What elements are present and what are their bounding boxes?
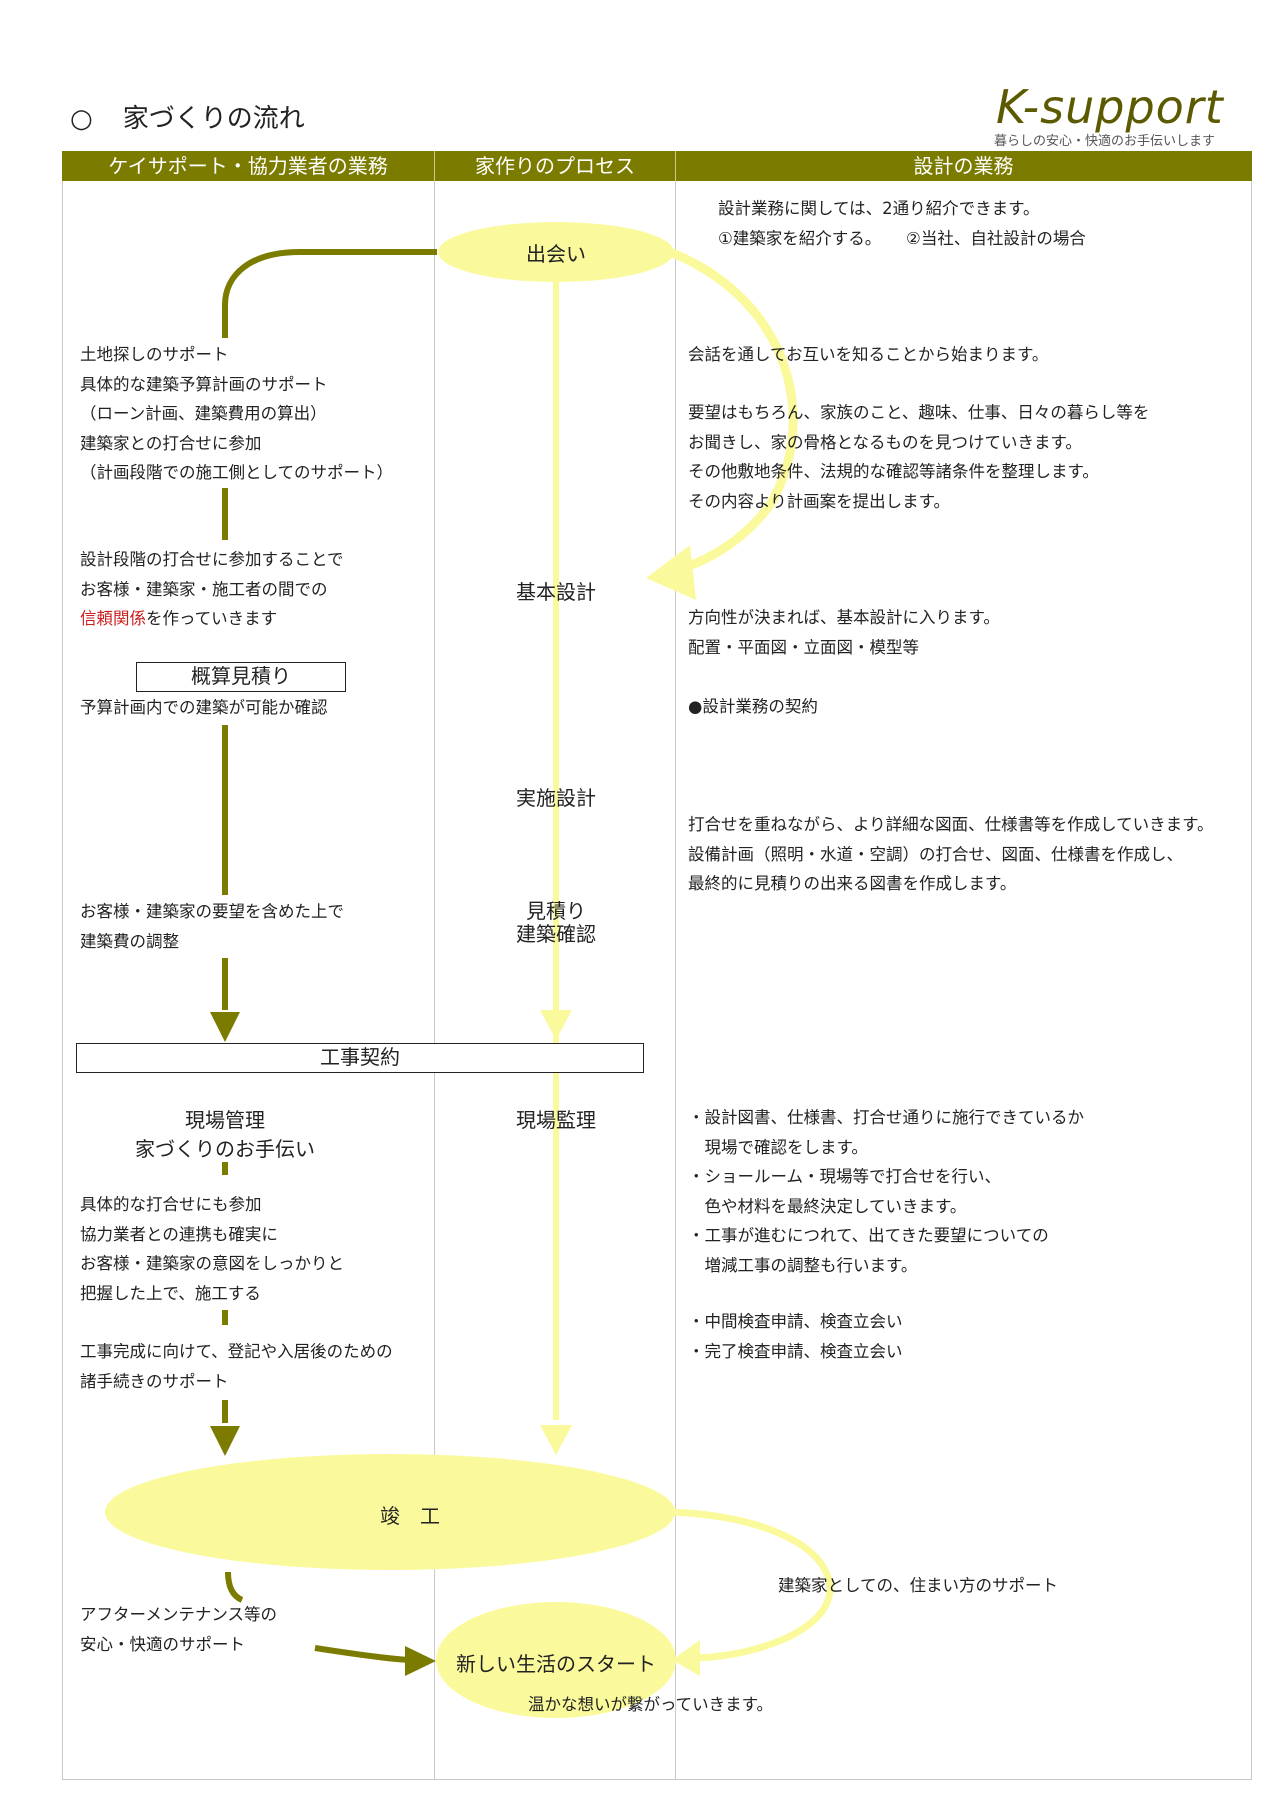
left-after-block: アフターメンテナンス等の 安心・快適のサポート <box>80 1605 278 1654</box>
column-header-center: 家作りのプロセス <box>475 154 635 178</box>
title-marker: ○ <box>70 104 93 134</box>
right-supervision-block: ・設計図書、仕様書、打合せ通りに施行できているか 現場で確認をします。 ・ショー… <box>688 1108 1084 1275</box>
step-detail-design: 実施設計 <box>516 786 596 810</box>
tagline: 暮らしの安心・快適のお手伝いします <box>994 134 1216 149</box>
yellow-flow <box>553 247 834 1662</box>
table-frame <box>62 181 1252 1780</box>
olive-arrowhead <box>210 1012 240 1042</box>
right-contract-note: ●設計業務の契約 <box>688 697 818 716</box>
page-title: ○ 家づくりの流れ <box>70 98 305 135</box>
architect-support-note: 建築家としての、住まい方のサポート <box>778 1576 1059 1595</box>
right-intro-block: 設計業務に関しては、2通り紹介できます。 ①建築家を紹介する。 ②当社、自社設計… <box>718 199 1086 248</box>
new-life-ellipse <box>436 1602 676 1718</box>
k-support-logo: K-support <box>996 80 1224 134</box>
completion-ellipse <box>105 1454 675 1570</box>
step-supervision: 現場監理 <box>516 1108 596 1132</box>
header-divider <box>434 151 435 181</box>
right-inspection-block: ・中間検査申請、検査立会い ・完了検査申請、検査立会い <box>688 1312 903 1361</box>
step-meet: 出会い <box>526 242 586 266</box>
left-procedure-block: 工事完成に向けて、登記や入居後のための 諸手続きのサポート <box>80 1342 393 1391</box>
right-request-block: 要望はもちろん、家族のこと、趣味、仕事、日々の暮らし等を お聞きし、家の骨格とな… <box>688 403 1150 511</box>
yellow-arrowhead <box>540 1425 572 1455</box>
right-detail-block: 打合せを重ねながら、より詳細な図面、仕様書等を作成していきます。 設備計画（照明… <box>688 815 1214 893</box>
yellow-curve-completion-to-newlife <box>669 1508 834 1662</box>
site-help-label: 家づくりのお手伝い <box>135 1137 315 1161</box>
title-text: 家づくりの流れ <box>122 104 305 134</box>
step-estimate-line2: 建築確認 <box>516 922 596 946</box>
trust-highlight: 信頼関係 <box>80 609 146 628</box>
olive-line-to-newlife <box>314 1645 411 1663</box>
step-estimate-line1: 見積り <box>526 899 586 923</box>
column-header-right: 設計の業務 <box>913 154 1014 178</box>
olive-hook <box>225 1571 244 1603</box>
step-estimate: 見積り 建築確認 <box>476 900 636 946</box>
column-header-left: ケイサポート・協力業者の業務 <box>108 154 388 178</box>
column-header-bar <box>62 151 1252 181</box>
meet-ellipse <box>438 222 674 282</box>
yellow-arrowhead <box>672 1640 700 1676</box>
column-divider <box>434 181 435 1780</box>
left-support-block: 土地探しのサポート 具体的な建築予算計画のサポート （ローン計画、建築費用の算出… <box>80 345 394 482</box>
olive-arrowhead <box>210 1426 240 1456</box>
olive-flow <box>222 249 437 1663</box>
yellow-arrowhead <box>646 545 696 600</box>
olive-curve-meet <box>222 249 437 338</box>
left-trust-block: 設計段階の打合せに参加することで お客様・建築家・施工者の間での 信頼関係を作っ… <box>80 550 344 628</box>
header-divider <box>675 151 676 181</box>
step-completion: 竣 工 <box>380 1504 440 1528</box>
left-adjust-block: お客様・建築家の要望を含めた上で 建築費の調整 <box>80 902 344 951</box>
rough-estimate-note: 予算計画内での建築が可能か確認 <box>80 698 328 717</box>
column-divider <box>675 181 676 1780</box>
yellow-arrowhead <box>540 1010 572 1040</box>
step-new-life: 新しい生活のスタート <box>456 1652 656 1676</box>
yellow-curve-meet-to-basic <box>667 247 798 577</box>
rough-estimate-box: 概算見積り <box>136 662 346 692</box>
warm-message: 温かな想いが繋がっていきます。 <box>528 1695 774 1714</box>
olive-arrowhead <box>405 1646 436 1676</box>
right-talk: 会話を通してお互いを知ることから始まります。 <box>688 345 1049 364</box>
site-management-label: 現場管理 <box>185 1108 265 1132</box>
right-basic-block: 方向性が決まれば、基本設計に入ります。 配置・平面図・立面図・模型等 <box>688 608 1000 657</box>
contract-box: 工事契約 <box>76 1043 644 1073</box>
left-meeting-block: 具体的な打合せにも参加 協力業者との連携も確実に お客様・建築家の意図をしっかり… <box>80 1195 344 1303</box>
step-basic-design: 基本設計 <box>516 580 596 604</box>
